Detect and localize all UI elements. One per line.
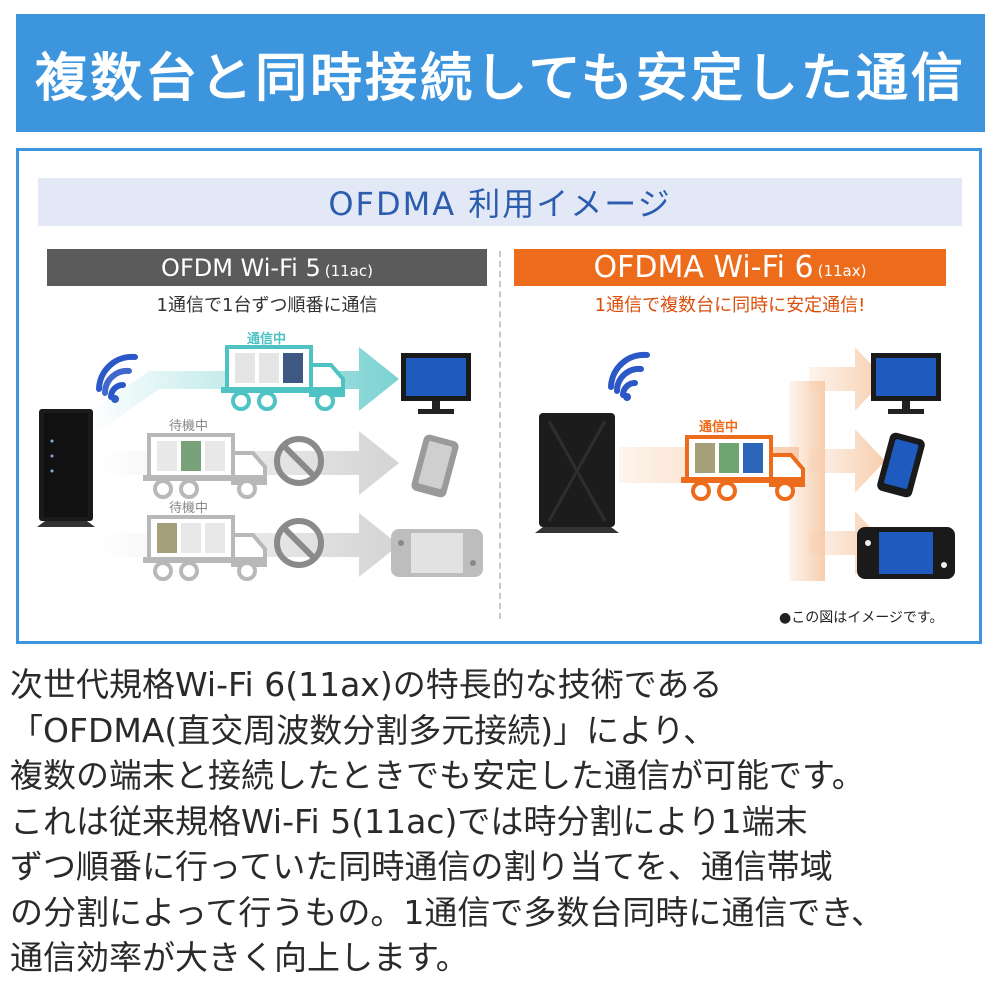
wifi5-waiting-truck-1-icon xyxy=(143,433,267,499)
wifi5-tv-icon xyxy=(401,353,471,414)
wifi5-header-sub: (11ac) xyxy=(324,261,373,280)
diagram-note: ●この図はイメージです。 xyxy=(779,610,944,626)
wifi6-header-sub: (11ax) xyxy=(817,261,867,280)
paragraph-line: 「OFDMA(直交周波数分割多元接続)」により、 xyxy=(10,710,717,750)
wifi6-truck-icon xyxy=(681,435,805,501)
wifi6-truck-label: 通信中 xyxy=(699,419,738,435)
wifi6-tv-icon xyxy=(871,353,941,414)
wifi5-router-icon xyxy=(37,409,95,527)
wifi5-truck-label-1: 通信中 xyxy=(247,331,286,347)
wifi5-caption: 1通信で1台ずつ順番に通信 xyxy=(156,295,378,316)
wifi6-router-icon xyxy=(535,413,619,533)
wifi5-truck-label-3: 待機中 xyxy=(169,501,208,516)
wifi6-caption: 1通信で複数台に同時に安定通信! xyxy=(594,295,866,316)
wifi5-smartphone-icon xyxy=(411,434,459,498)
column-divider xyxy=(499,251,501,619)
paragraph-line: の分割によって行うもの。1通信で多数台同時に通信でき、 xyxy=(10,892,885,932)
diagram-title: OFDMA 利用イメージ xyxy=(38,178,962,226)
ofdma-diagram: OFDMA 利用イメージ OFDM Wi-Fi 5 (11ac) OFDMA W… xyxy=(16,148,982,644)
wifi5-truck-label-2: 待機中 xyxy=(169,419,208,434)
wifi6-header: OFDMA Wi-Fi 6 (11ax) xyxy=(514,249,946,286)
paragraph-line: 次世代規格Wi-Fi 6(11ax)の特長的な技術である xyxy=(10,665,723,704)
paragraph-line: 複数の端末と接続したときでも安定した通信が可能です。 xyxy=(10,756,865,795)
wifi6-signal-icon xyxy=(608,351,650,401)
wifi6-game-console-icon xyxy=(857,527,955,579)
wifi5-header: OFDM Wi-Fi 5 (11ac) xyxy=(47,249,487,286)
wifi5-game-console-icon xyxy=(391,529,483,577)
prohibited-icon-2 xyxy=(274,518,324,568)
wifi6-header-label: OFDMA Wi-Fi 6 xyxy=(593,250,814,285)
wifi5-header-label: OFDM Wi-Fi 5 xyxy=(161,253,321,282)
wifi6-smartphone-icon xyxy=(877,432,925,498)
description-paragraph: 次世代規格Wi-Fi 6(11ax)の特長的な技術である 「OFDMA(直交周波… xyxy=(10,662,995,981)
page-banner-title: 複数台と同時接続しても安定した通信 xyxy=(16,14,985,132)
wifi5-waiting-truck-2-icon xyxy=(143,515,267,581)
prohibited-icon-1 xyxy=(274,436,324,486)
paragraph-line: ずつ順番に行っていた同時通信の割り当てを、通信帯域 xyxy=(10,847,833,886)
paragraph-line: これは従来規格Wi-Fi 5(11ac)では時分割により1端末 xyxy=(10,801,808,841)
diagram-illustration: 通信中 待機中 待機中 xyxy=(37,331,955,581)
paragraph-line: 通信効率が大きく向上します。 xyxy=(10,938,469,977)
wifi5-active-truck-icon xyxy=(221,345,345,411)
